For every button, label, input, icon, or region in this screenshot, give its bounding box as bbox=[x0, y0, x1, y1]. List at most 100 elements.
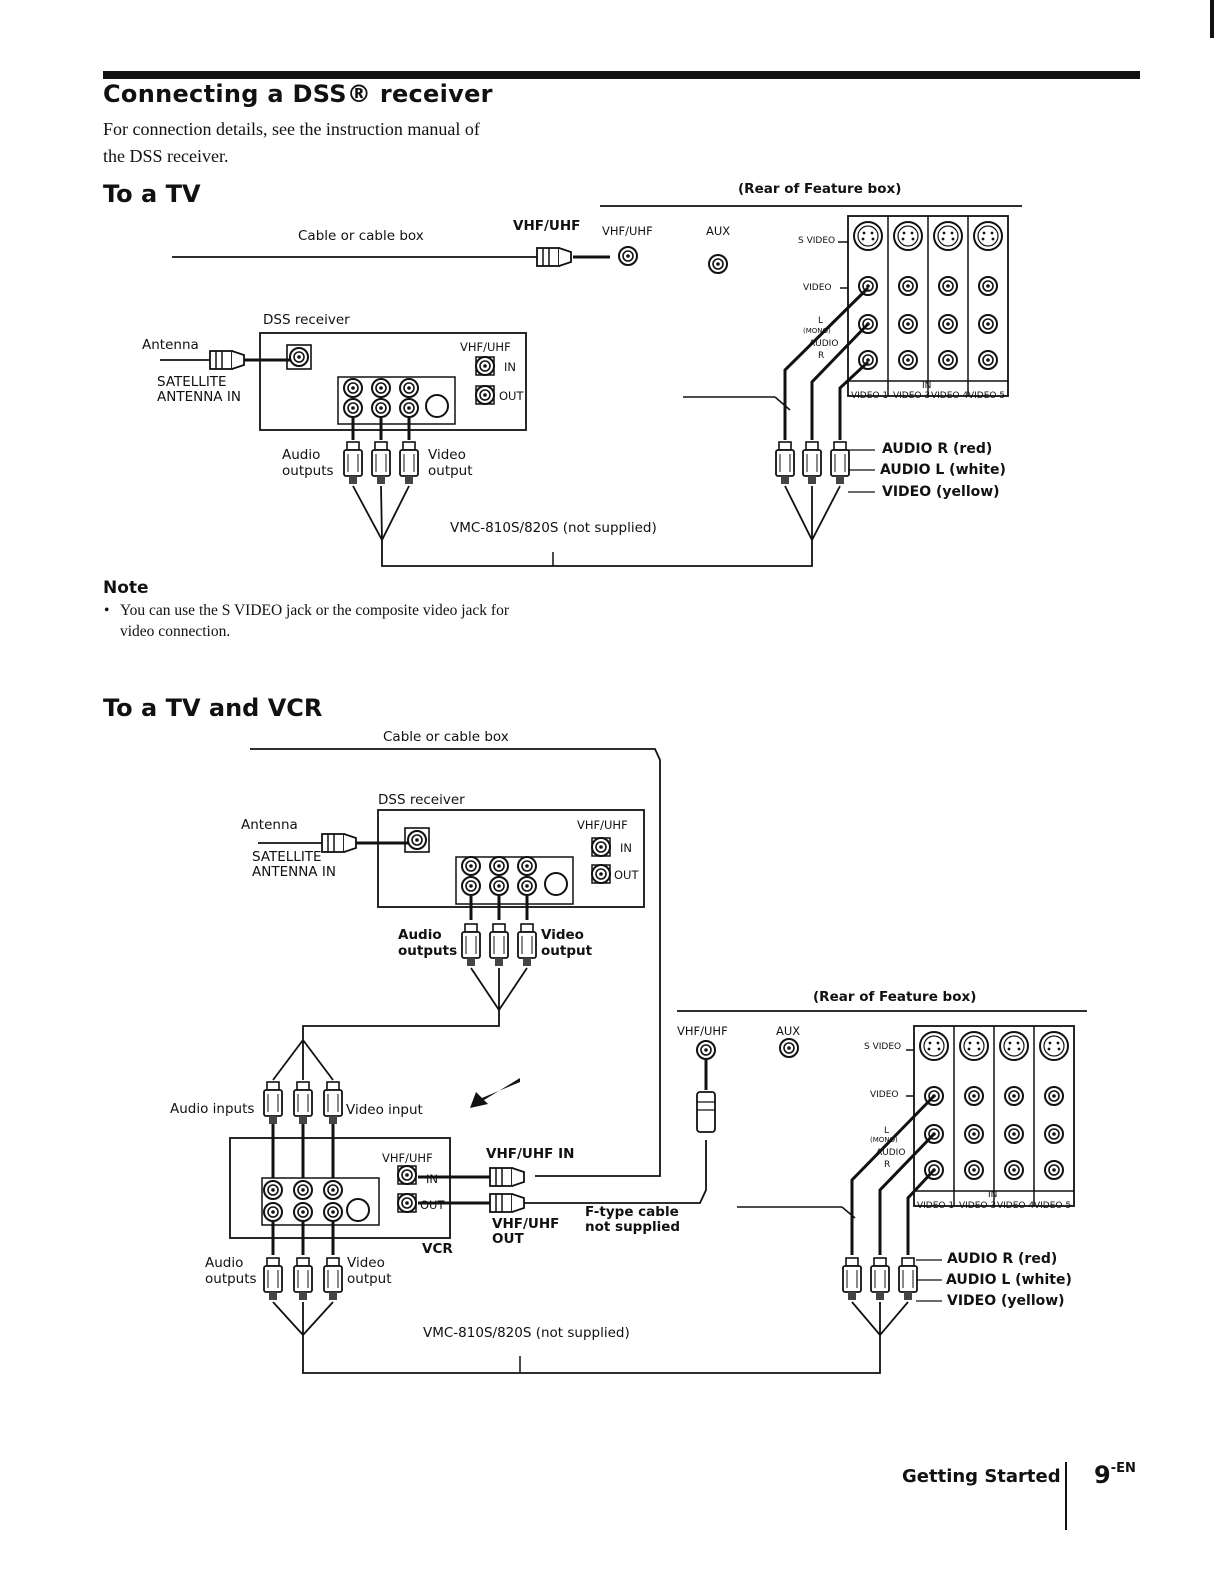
vcr-audio-outputs-line-2: outputs bbox=[205, 1271, 257, 1287]
vhf-uhf-out-label: VHF/UHF OUT bbox=[492, 1217, 559, 1247]
footer-section-name: Getting Started bbox=[902, 1466, 1061, 1487]
audio-l-label-1: L bbox=[818, 316, 824, 326]
satellite-line-2: ANTENNA IN bbox=[157, 389, 241, 405]
cable-model-label-1: VMC-810S/820S (not supplied) bbox=[450, 520, 657, 536]
video-output-label-1: Video output bbox=[428, 447, 473, 479]
satellite-label-1: SATELLITE ANTENNA IN bbox=[157, 375, 241, 405]
antenna-label-2: Antenna bbox=[241, 817, 298, 833]
audio-outputs-line-1: Audio bbox=[282, 447, 321, 463]
vcr-video-output-label: Video output bbox=[347, 1255, 392, 1287]
dss-vhf-label-1: VHF/UHF bbox=[460, 340, 511, 354]
audio-label-2: AUDIO bbox=[876, 1148, 906, 1158]
ftype-line-2: not supplied bbox=[585, 1219, 681, 1235]
video-output-line-1: Video bbox=[541, 927, 584, 943]
audio-outputs-line-2: outputs bbox=[398, 943, 458, 959]
video-input-4-1: VIDEO 4 bbox=[931, 391, 969, 401]
video-output-line-1: Video bbox=[428, 447, 466, 463]
intro-line-2: the DSS receiver. bbox=[103, 146, 229, 166]
note-line-2: video connection. bbox=[120, 623, 231, 640]
note-title: Note bbox=[103, 578, 149, 598]
antenna-label-1: Antenna bbox=[142, 337, 199, 353]
plug-legend-r-1: AUDIO R (red) bbox=[882, 441, 993, 457]
video-input-3-2: VIDEO 3 bbox=[959, 1201, 997, 1211]
satellite-line-2: ANTENNA IN bbox=[252, 864, 336, 880]
rear-label-1: (Rear of Feature box) bbox=[738, 181, 902, 197]
video-input-label: Video input bbox=[346, 1102, 423, 1118]
vcr-video-output-line-2: output bbox=[347, 1271, 392, 1287]
page-suffix: -EN bbox=[1110, 1461, 1136, 1476]
plug-legend-v-1: VIDEO (yellow) bbox=[882, 484, 1000, 500]
video-label-1: VIDEO bbox=[803, 283, 832, 293]
satellite-line-1: SATELLITE bbox=[157, 374, 227, 390]
cable-label-1: Cable or cable box bbox=[298, 228, 424, 244]
audio-mono-label-2: (MONO) bbox=[870, 1136, 898, 1144]
video-label-2: VIDEO bbox=[870, 1090, 899, 1100]
s-video-label-1: S VIDEO bbox=[798, 236, 836, 246]
page-heading: Connecting a DSS® receiver bbox=[103, 80, 493, 108]
aux-label-2: AUX bbox=[776, 1024, 801, 1038]
vcr-vhf-label: VHF/UHF bbox=[382, 1151, 433, 1165]
note-line-1: You can use the S VIDEO jack or the comp… bbox=[120, 602, 509, 619]
vcr-out-label: OUT bbox=[420, 1198, 445, 1212]
ftype-line-1: F-type cable bbox=[585, 1204, 679, 1220]
audio-label-1: AUDIO bbox=[809, 339, 839, 349]
vhf-uhf-out-line-1: VHF/UHF bbox=[492, 1216, 560, 1232]
vhf-uhf-out-line-2: OUT bbox=[492, 1231, 524, 1247]
s-video-label-2: S VIDEO bbox=[864, 1042, 902, 1052]
section-title-tv: To a TV bbox=[103, 180, 201, 208]
page-number: 9 bbox=[1094, 1461, 1111, 1489]
plug-legend-r-2: AUDIO R (red) bbox=[947, 1251, 1058, 1267]
vhf-uhf-jack-2: VHF/UHF bbox=[677, 1024, 728, 1038]
audio-outputs-line-2: outputs bbox=[282, 463, 334, 479]
in-label-1: IN bbox=[922, 381, 932, 391]
dss-out-label-1: OUT bbox=[499, 389, 524, 403]
audio-r-label-2: R bbox=[884, 1160, 891, 1170]
dss-in-label-1: IN bbox=[504, 360, 516, 374]
plug-legend-l-2: AUDIO L (white) bbox=[946, 1272, 1072, 1288]
video-input-4-2: VIDEO 4 bbox=[997, 1201, 1035, 1211]
audio-r-label-1: R bbox=[818, 351, 825, 361]
audio-outputs-label-1: Audio outputs bbox=[282, 447, 334, 479]
vcr-audio-outputs-line-1: Audio bbox=[205, 1255, 244, 1271]
footer-page-number: 9-EN bbox=[1094, 1461, 1136, 1489]
audio-inputs-label: Audio inputs bbox=[170, 1101, 255, 1117]
section-rule bbox=[103, 71, 1140, 79]
vhf-uhf-bold-1: VHF/UHF bbox=[513, 218, 581, 234]
audio-l-label-2: L bbox=[884, 1126, 890, 1136]
cable-model-label-2: VMC-810S/820S (not supplied) bbox=[423, 1325, 630, 1341]
section-title-tv-vcr: To a TV and VCR bbox=[103, 694, 323, 722]
vcr-audio-outputs-label: Audio outputs bbox=[205, 1255, 257, 1287]
note-bullet: • bbox=[104, 602, 110, 619]
vhf-uhf-jack-1: VHF/UHF bbox=[602, 224, 653, 238]
video-input-1-1: VIDEO 1 bbox=[851, 391, 889, 401]
audio-mono-label-1: (MONO) bbox=[803, 327, 831, 335]
video-output-line-2: output bbox=[541, 943, 593, 959]
video-output-line-2: output bbox=[428, 463, 473, 479]
plug-legend-l-1: AUDIO L (white) bbox=[880, 462, 1006, 478]
audio-outputs-label-2: Audio outputs bbox=[398, 927, 457, 959]
vhf-uhf-in-label: VHF/UHF IN bbox=[486, 1146, 575, 1162]
satellite-label-2: SATELLITE ANTENNA IN bbox=[252, 850, 336, 880]
dss-in-label-2: IN bbox=[620, 841, 632, 855]
video-output-label-2: Video output bbox=[541, 927, 592, 959]
vcr-label: VCR bbox=[422, 1241, 453, 1257]
ftype-label: F-type cable not supplied bbox=[585, 1205, 680, 1235]
video-input-5-2: VIDEO 5 bbox=[1034, 1201, 1072, 1211]
dss-vhf-label-2: VHF/UHF bbox=[577, 818, 628, 832]
plug-legend-v-2: VIDEO (yellow) bbox=[947, 1293, 1065, 1309]
intro-line-1: For connection details, see the instruct… bbox=[103, 119, 480, 139]
rear-label-2: (Rear of Feature box) bbox=[813, 989, 977, 1005]
dss-out-label-2: OUT bbox=[614, 868, 639, 882]
dss-receiver-label-2: DSS receiver bbox=[378, 792, 465, 808]
vcr-video-output-line-1: Video bbox=[347, 1255, 385, 1271]
audio-outputs-line-1: Audio bbox=[398, 927, 442, 943]
video-input-1-2: VIDEO 1 bbox=[917, 1201, 955, 1211]
satellite-line-1: SATELLITE bbox=[252, 849, 322, 865]
video-input-3-1: VIDEO 3 bbox=[893, 391, 931, 401]
page-edge-mark bbox=[1210, 0, 1214, 38]
aux-label-1: AUX bbox=[706, 224, 731, 238]
in-label-2: IN bbox=[988, 1190, 998, 1200]
vcr-in-label: IN bbox=[426, 1172, 438, 1186]
video-input-5-1: VIDEO 5 bbox=[968, 391, 1006, 401]
